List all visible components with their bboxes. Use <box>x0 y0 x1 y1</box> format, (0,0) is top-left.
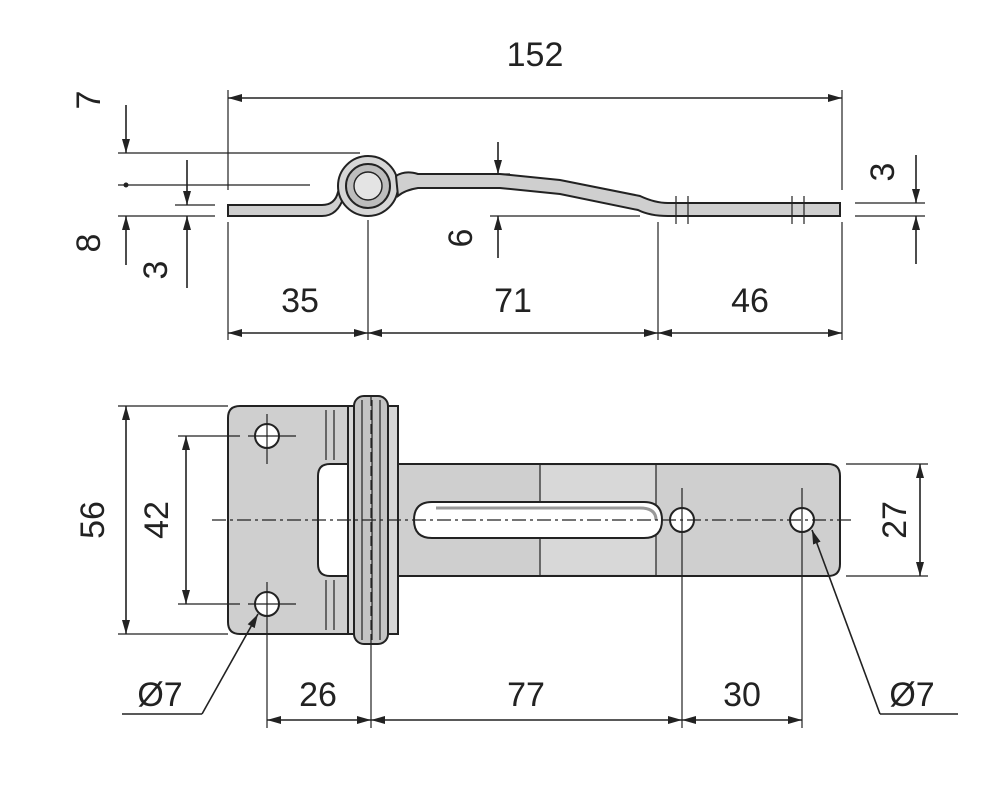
dim-35: 35 <box>281 282 319 320</box>
dim-30: 30 <box>723 676 761 714</box>
plan-view: 56 42 27 26 77 30 Ø7 Ø7 <box>74 395 958 728</box>
dim-27: 27 <box>876 501 914 539</box>
dim-7: 7 <box>70 91 108 110</box>
hinge-profile <box>227 155 841 224</box>
dim-3-left: 3 <box>137 261 175 280</box>
dim-3-right: 3 <box>864 163 902 182</box>
dim-56: 56 <box>74 501 112 539</box>
dim-77: 77 <box>507 676 545 714</box>
dim-8: 8 <box>70 234 108 253</box>
dim-26: 26 <box>299 676 337 714</box>
dim-overall-length: 152 <box>507 36 564 74</box>
dim-6: 6 <box>442 229 480 248</box>
hole-label-right: Ø7 <box>889 676 934 714</box>
hole-label-left: Ø7 <box>137 676 182 714</box>
dim-42: 42 <box>138 501 176 539</box>
side-view: 152 7 8 3 6 3 35 71 <box>70 36 925 340</box>
dim-71: 71 <box>494 282 532 320</box>
dim-46: 46 <box>731 282 769 320</box>
